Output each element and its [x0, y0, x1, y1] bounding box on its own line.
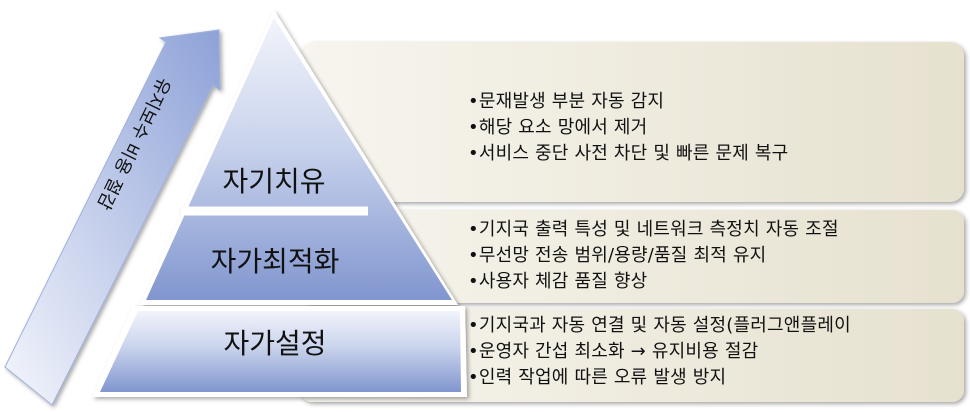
tier-label-self-healing: 자기치유: [222, 165, 326, 198]
tier-label-self-configuration: 자가설정: [223, 327, 327, 360]
bullet-item: •문재발생 부분 자동 감지: [468, 91, 665, 112]
pyramid: [92, 10, 467, 397]
tier-3-bullets: •기지국과 자동 연결 및 자동 설정(플러그앤플레이 •운영자 간섭 최소화 …: [468, 313, 851, 391]
tier-label-self-optimization: 자가최적화: [210, 245, 340, 278]
tier-2-bullets: •기지국 출력 특성 및 네트워크 측정치 자동 조절 •무선망 전송 범위/용…: [468, 217, 839, 295]
bullet-item: •기지국 출력 특성 및 네트워크 측정치 자동 조절: [468, 219, 839, 240]
panel-tier-1: [300, 42, 964, 202]
bullet-item: •인력 작업에 따른 오류 발생 방지: [468, 367, 727, 388]
bullet-item: •운영자 간섭 최소화 → 유지비용 절감: [468, 341, 759, 362]
bullet-item: •기지국과 자동 연결 및 자동 설정(플러그앤플레이: [468, 315, 851, 336]
tier-1-bullets: •문재발생 부분 자동 감지 •해당 요소 망에서 제거 •서비스 중단 사전 …: [468, 89, 788, 167]
panel-tier-2: [300, 210, 964, 303]
bullet-item: •서비스 중단 사전 차단 및 빠른 문제 복구: [468, 143, 789, 164]
bullet-item: •무선망 전송 범위/용량/품질 최적 유지: [468, 245, 767, 266]
bullet-item: •사용자 체감 품질 향상: [468, 271, 648, 292]
cost-reduction-arrow: [4, 29, 221, 406]
bullet-item: •해당 요소 망에서 제거: [468, 117, 648, 138]
